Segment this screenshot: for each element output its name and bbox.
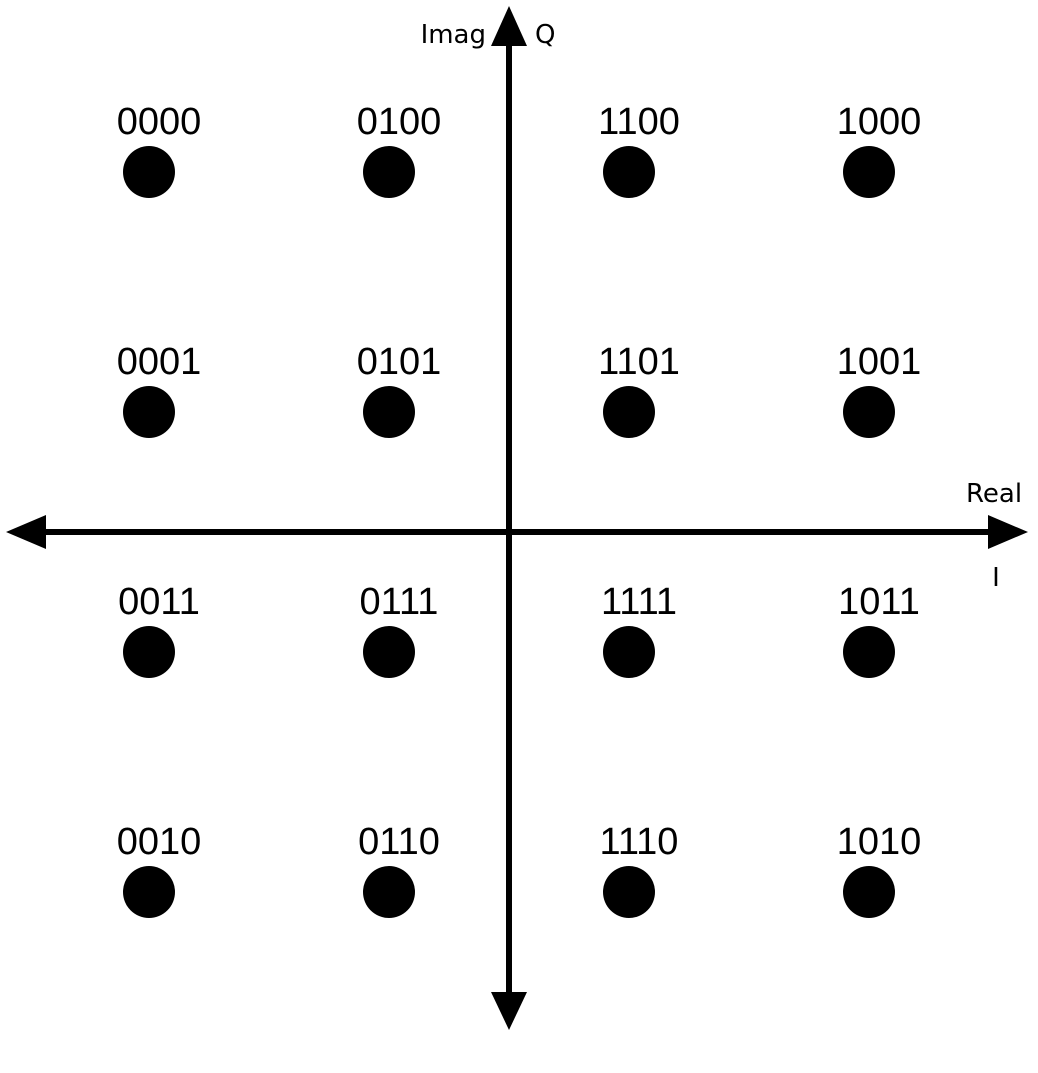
imag-axis-top-arrow (491, 6, 527, 46)
constellation-point-label: 1001 (837, 341, 922, 383)
constellation-point-1010 (843, 866, 895, 918)
constellation-point-1001 (843, 386, 895, 438)
constellation-point-1000 (843, 146, 895, 198)
constellation-point-label: 1100 (598, 101, 680, 143)
constellation-point-0000 (123, 146, 175, 198)
constellation-point-0101 (363, 386, 415, 438)
constellation-point-label: 1010 (837, 821, 922, 863)
constellation-point-label: 1000 (837, 101, 922, 143)
constellation-point-0011 (123, 626, 175, 678)
constellation-point-1110 (603, 866, 655, 918)
constellation-point-1011 (843, 626, 895, 678)
constellation-point-label: 0101 (357, 341, 442, 383)
constellation-point-1101 (603, 386, 655, 438)
constellation-point-label: 1110 (600, 821, 679, 863)
constellation-point-0001 (123, 386, 175, 438)
imag-axis-bottom-arrow (491, 992, 527, 1030)
constellation-point-label: 0000 (117, 101, 202, 143)
constellation-point-label: 0100 (357, 101, 442, 143)
constellation-point-0110 (363, 866, 415, 918)
constellation-point-label: 1111 (601, 581, 677, 623)
constellation-point-label: 1101 (598, 341, 680, 383)
constellation-point-1111 (603, 626, 655, 678)
constellation-point-label: 0001 (117, 341, 202, 383)
constellation-point-0100 (363, 146, 415, 198)
constellation-point-0010 (123, 866, 175, 918)
constellation-point-1100 (603, 146, 655, 198)
constellation-point-label: 0110 (358, 821, 440, 863)
imag-axis-label: Imag (421, 20, 486, 50)
constellation-point-label: 0010 (117, 821, 202, 863)
constellation-points: 0000 0100 1100 1000 0001 0101 1101 1001 0011 0111… (117, 101, 922, 918)
real-axis-left-arrow (6, 515, 46, 549)
constellation-point-label: 0011 (118, 581, 200, 623)
real-axis-right-arrow (988, 515, 1028, 549)
q-axis-label: Q (535, 20, 555, 50)
real-axis-label: Real (966, 479, 1022, 509)
i-axis-label: I (992, 563, 1000, 593)
constellation-point-0111 (363, 626, 415, 678)
constellation-point-label: 1011 (838, 581, 920, 623)
constellation-point-label: 0111 (360, 581, 439, 623)
